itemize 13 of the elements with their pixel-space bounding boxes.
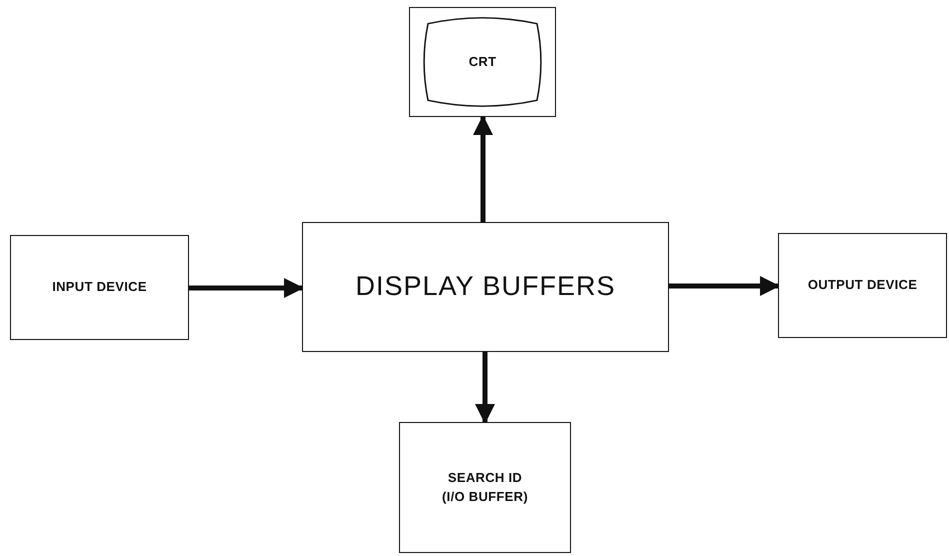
device-box [10, 235, 189, 340]
node-label: CRT [468, 52, 496, 71]
device-box [399, 422, 571, 553]
node-label: SEARCH ID (I/O BUFFER) [441, 468, 529, 506]
node-label: INPUT DEVICE [52, 278, 147, 296]
node-label: DISPLAY BUFFERS [355, 270, 616, 304]
arrow [475, 352, 495, 424]
arrow [669, 276, 780, 296]
node-label: OUTPUT DEVICE [808, 276, 918, 294]
arrow [189, 278, 304, 298]
arrow [473, 115, 493, 222]
buffer-box [302, 222, 669, 352]
device-box [778, 233, 947, 338]
